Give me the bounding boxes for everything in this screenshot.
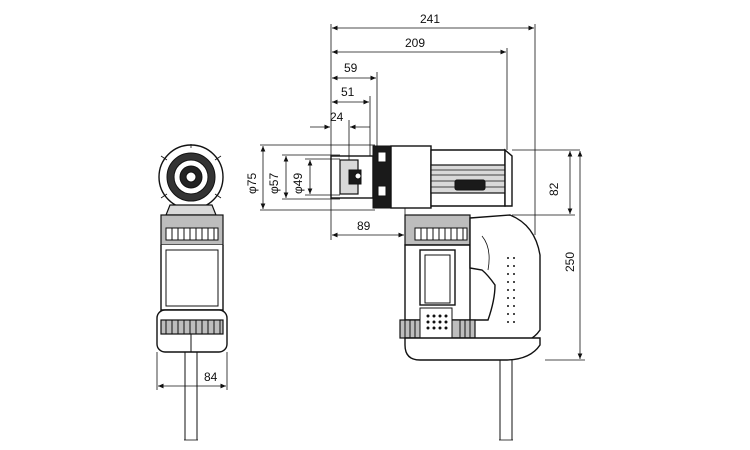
dim-diameter-49: φ49 (291, 158, 340, 196)
brand-logo-icon (454, 179, 486, 191)
side-head-body (390, 145, 513, 209)
dim-overall-length: 241 (332, 12, 536, 235)
dim-body-length: 209 (332, 36, 508, 150)
svg-text:φ49: φ49 (291, 173, 305, 194)
svg-text:250: 250 (563, 252, 577, 272)
dim-width-84: 84 (204, 370, 218, 384)
dim-diameter-57: φ57 (267, 154, 340, 200)
front-neck (165, 204, 217, 216)
front-socket-head (158, 144, 224, 210)
front-power-cable (184, 352, 198, 441)
svg-text:59: 59 (344, 61, 358, 75)
svg-text:24: 24 (330, 110, 344, 124)
svg-text:241: 241 (420, 12, 440, 26)
dim-top-height: 82 (512, 149, 580, 216)
dim-overall-height: 250 (545, 151, 585, 361)
svg-text:82: 82 (547, 182, 561, 196)
front-ribbed-band (160, 214, 224, 246)
dim-head-51: 51 (332, 85, 371, 156)
svg-text:51: 51 (341, 85, 355, 99)
front-width-dimension: 84 (156, 352, 228, 390)
side-socket-nose (330, 145, 392, 209)
side-bottom-band (399, 307, 541, 361)
dim-head-24: 24 (310, 110, 370, 160)
dim-head-59: 59 (332, 61, 378, 146)
svg-text:209: 209 (405, 36, 425, 50)
side-view: 241 209 59 51 24 φ (245, 12, 585, 441)
dim-head-to-grip: 89 (332, 208, 406, 240)
svg-text:φ75: φ75 (245, 173, 259, 194)
side-ribbed-collar (404, 214, 471, 246)
front-view: 84 (156, 144, 228, 441)
svg-text:89: 89 (357, 219, 371, 233)
side-power-cable (499, 360, 513, 441)
switch-grid-icon (426, 314, 448, 330)
front-bottom-band (156, 309, 228, 353)
vent-dots (507, 257, 515, 323)
front-handle-body (160, 245, 224, 311)
svg-text:φ57: φ57 (267, 173, 281, 194)
dim-diameter-75: φ75 (245, 144, 375, 211)
